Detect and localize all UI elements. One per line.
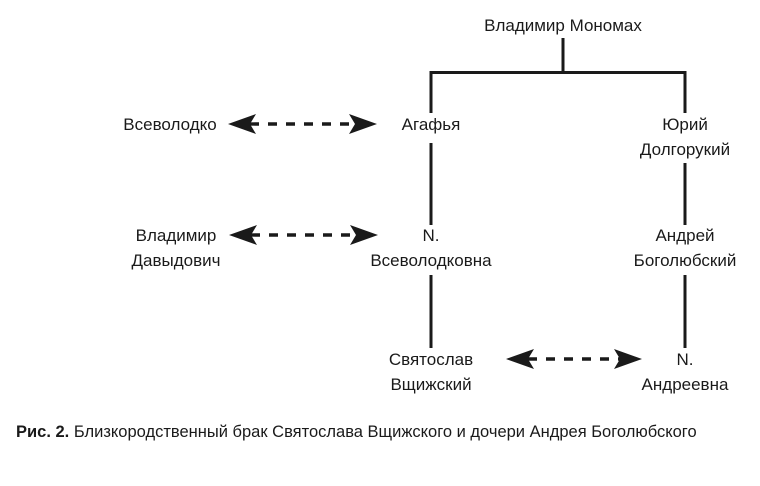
arrow-head-left: [229, 225, 257, 245]
node-agafya: Агафья: [402, 115, 461, 134]
genealogy-diagram: Владимир Мономах Всеволодко Агафья Юрий …: [123, 16, 736, 394]
descent-connectors: [429, 38, 687, 348]
marriage-arrow-davydovich-vsevolodkovna: [229, 225, 378, 245]
arrow-head-right: [350, 225, 378, 245]
node-n-vsevolodkovna-line2: Всеволодковна: [370, 251, 492, 270]
marriage-arrow-svyatoslav-andreevna: [506, 349, 642, 369]
marriage-arrow-vsevolodko-agafya: [228, 114, 377, 134]
node-vladimir-monomakh: Владимир Мономах: [484, 16, 642, 35]
node-vladimir-davydovich-line1: Владимир: [136, 226, 217, 245]
node-n-andreevna-line2: Андреевна: [642, 375, 729, 394]
node-yuri-dolgoruky-line1: Юрий: [662, 115, 708, 134]
figure-caption: Рис. 2. Близкородственный брак Святослав…: [16, 420, 746, 445]
node-n-vsevolodkovna-line1: N.: [423, 226, 440, 245]
node-svyatoslav-vshchizhsky-line1: Святослав: [389, 350, 473, 369]
node-vladimir-davydovich-line2: Давыдович: [132, 251, 221, 270]
arrow-head-right: [614, 349, 642, 369]
arrow-head-left: [228, 114, 256, 134]
node-yuri-dolgoruky-line2: Долгорукий: [640, 140, 730, 159]
node-svyatoslav-vshchizhsky-line2: Вщижский: [390, 375, 471, 394]
arrow-head-right: [349, 114, 377, 134]
node-andrey-bogolyubsky-line2: Боголюбский: [634, 251, 737, 270]
figure-caption-prefix: Рис. 2.: [16, 423, 70, 441]
node-vsevolodko: Всеволодко: [123, 115, 216, 134]
node-n-andreevna-line1: N.: [677, 350, 694, 369]
arrow-head-left: [506, 349, 534, 369]
node-labels: Владимир Мономах Всеволодко Агафья Юрий …: [123, 16, 736, 394]
figure-caption-text: Близкородственный брак Святослава Вщижск…: [69, 423, 697, 441]
node-andrey-bogolyubsky-line1: Андрей: [655, 226, 714, 245]
